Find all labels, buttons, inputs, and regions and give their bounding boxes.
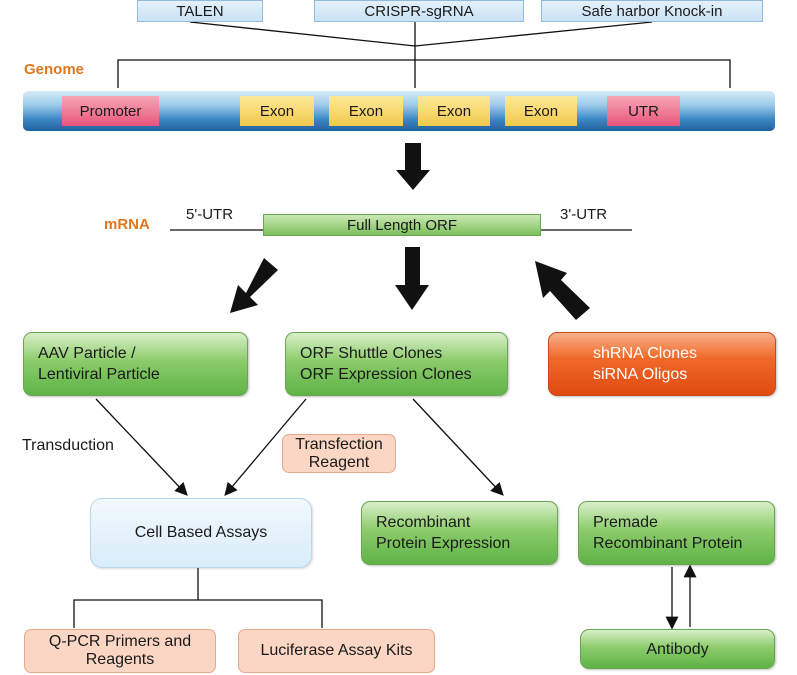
talen-label: TALEN (176, 2, 224, 20)
exon-segment-2: Exon (329, 96, 403, 126)
thin-arrows (95, 398, 697, 630)
aav-line-2: Lentiviral Particle (38, 366, 160, 383)
antibody-label: Antibody (646, 640, 709, 658)
exon-label-2: Exon (348, 102, 384, 120)
orf-box: Full Length ORF (263, 214, 541, 236)
arrow-aav-to-cell (95, 398, 188, 496)
transfection-reagent-box: Transfection Reagent (282, 434, 396, 473)
shrna-box: shRNA Clones siRNA Oligos (548, 332, 776, 396)
transfection-line-1: Transfection (295, 435, 383, 453)
aav-lentiviral-box: AAV Particle / Lentiviral Particle (23, 332, 248, 396)
qpcr-box: Q-PCR Primers and Reagents (24, 629, 216, 673)
premade-protein-box: Premade Recombinant Protein (578, 501, 775, 565)
arrow-shrna-to-mrna (535, 261, 590, 320)
qpcr-line-2: Reagents (85, 651, 155, 668)
arrow-orf-to-cell (224, 398, 307, 496)
premade-line-2: Recombinant Protein (593, 535, 743, 552)
crispr-box: CRISPR-sgRNA (314, 0, 524, 22)
safe-harbor-label: Safe harbor Knock-in (581, 2, 723, 20)
transduction-label: Transduction (22, 437, 114, 454)
orf-clones-line-2: ORF Expression Clones (300, 366, 472, 383)
exon-label-4: Exon (523, 102, 559, 120)
arrow-genome-to-mrna (396, 143, 430, 190)
recombinant-line-1: Recombinant (376, 514, 471, 531)
cell-assays-label: Cell Based Assays (134, 524, 268, 541)
luciferase-box: Luciferase Assay Kits (238, 629, 435, 673)
utr5-label: 5'-UTR (186, 206, 234, 223)
safe-harbor-box: Safe harbor Knock-in (541, 0, 763, 22)
exon-label-1: Exon (259, 102, 295, 120)
cell-based-assays-box: Cell Based Assays (90, 498, 312, 568)
exon-label-3: Exon (436, 102, 472, 120)
recombinant-expression-box: Recombinant Protein Expression (361, 501, 558, 565)
promoter-segment: Promoter (62, 96, 159, 126)
antibody-box: Antibody (580, 629, 775, 669)
talen-box: TALEN (137, 0, 263, 22)
orf-clones-box: ORF Shuttle Clones ORF Expression Clones (285, 332, 508, 396)
crispr-label: CRISPR-sgRNA (364, 2, 474, 20)
exon-segment-3: Exon (418, 96, 490, 126)
promoter-label: Promoter (79, 102, 142, 120)
premade-line-1: Premade (593, 514, 658, 531)
cell-assay-branch (73, 568, 323, 628)
utr-segment: UTR (607, 96, 680, 126)
mrna-label: mRNA (104, 216, 150, 233)
utr3-label: 3'-UTR (560, 206, 608, 223)
arrow-orf-to-recombinant (412, 398, 504, 496)
recombinant-line-2: Protein Expression (376, 535, 511, 552)
arrow-mrna-to-aav (230, 258, 278, 313)
transfection-line-2: Reagent (308, 453, 370, 471)
exon-segment-1: Exon (240, 96, 314, 126)
genome-label: Genome (24, 61, 85, 78)
orf-label: Full Length ORF (346, 216, 458, 234)
utr-label: UTR (628, 102, 659, 120)
shrna-line-2: siRNA Oligos (593, 366, 688, 383)
orf-clones-line-1: ORF Shuttle Clones (300, 345, 443, 362)
shrna-line-1: shRNA Clones (593, 345, 698, 362)
qpcr-line-1: Q-PCR Primers and (48, 633, 192, 650)
thick-arrows (230, 143, 590, 320)
exon-segment-4: Exon (505, 96, 577, 126)
arrow-mrna-to-orf (395, 247, 429, 310)
luciferase-label: Luciferase Assay Kits (260, 642, 413, 659)
tool-connector-lines (117, 21, 731, 88)
aav-line-1: AAV Particle / (38, 345, 136, 362)
